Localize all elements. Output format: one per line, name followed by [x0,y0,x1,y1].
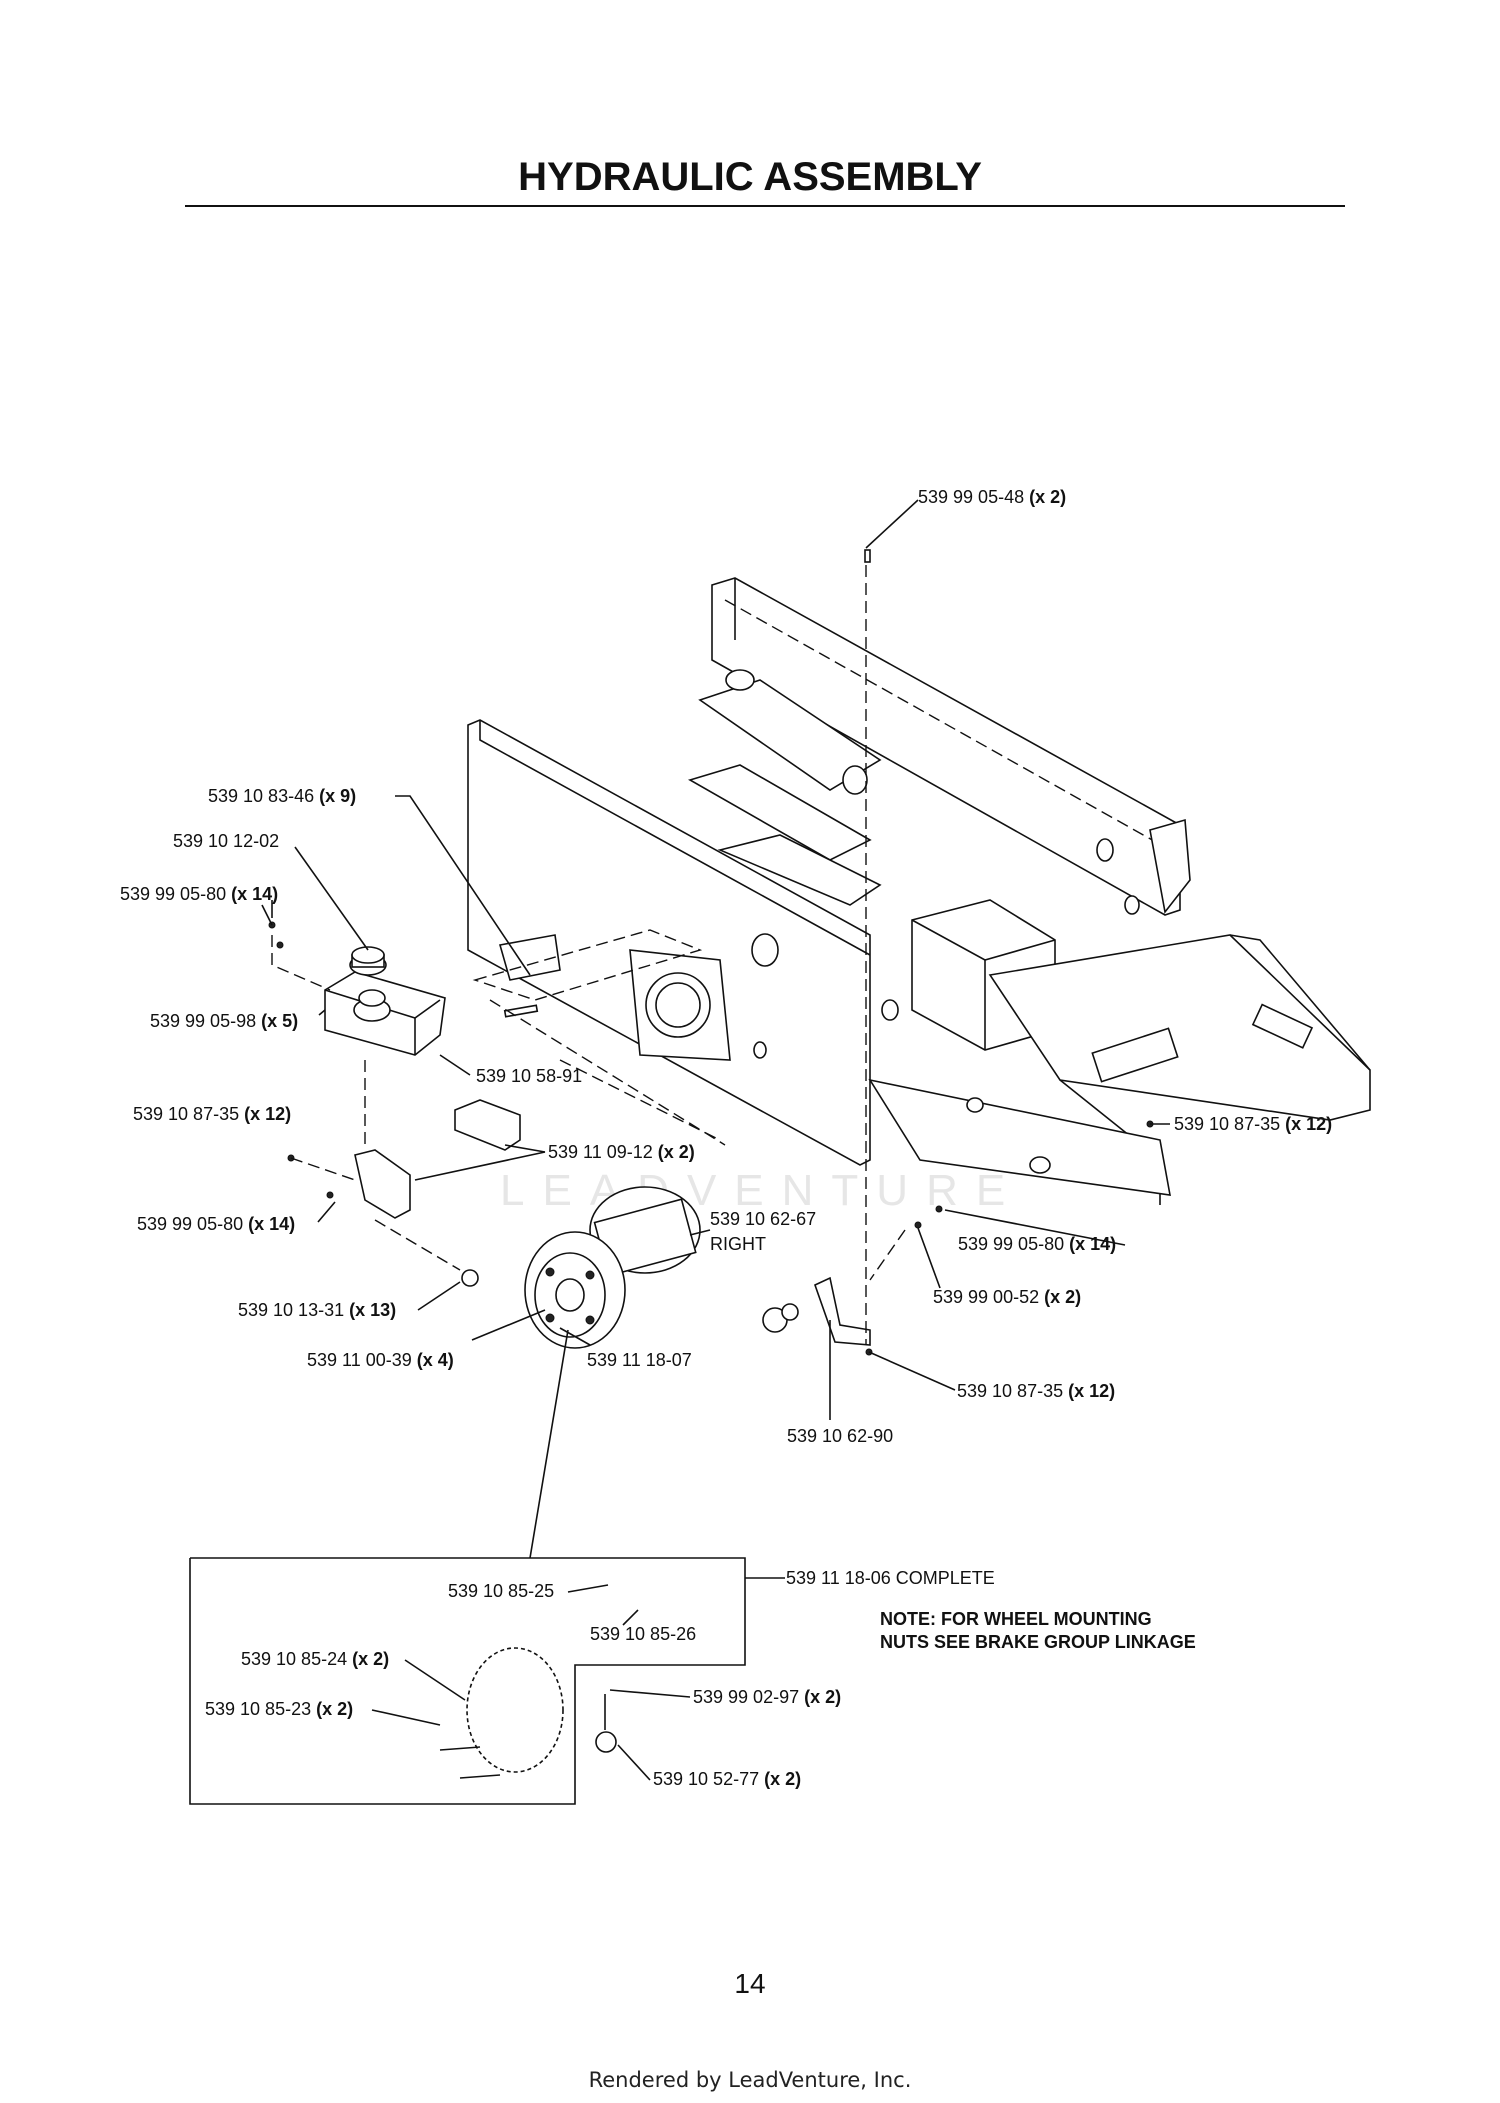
brake-kit-inset [189,1557,785,1805]
callout-label: 539 10 13-31 (x 13) [238,1300,396,1320]
callout-label: RIGHT [710,1234,766,1254]
loose-parts-drawing [268,549,1154,1356]
callout-label: 539 10 85-25 [448,1581,554,1601]
callout-label: 539 10 85-26 [590,1624,696,1644]
page-title: HYDRAULIC ASSEMBLY [518,155,982,199]
callout-label: 539 10 12-02 [173,831,279,851]
callout-label: 539 99 05-48 (x 2) [918,487,1066,507]
callout-label: 539 10 87-35 (x 12) [957,1381,1115,1401]
callout-label: 539 10 83-46 (x 9) [208,786,356,806]
note-line-2: NUTS SEE BRAKE GROUP LINKAGE [880,1632,1196,1652]
callout-label: 539 10 87-35 (x 12) [133,1104,291,1124]
page-number: 14 [734,1968,766,1999]
callout-label: 539 10 87-35 (x 12) [1174,1114,1332,1134]
hydraulic-motor [524,1186,701,1349]
note-line-1: NOTE: FOR WHEEL MOUNTING [880,1609,1152,1629]
callout-label: 539 10 85-23 (x 2) [205,1699,353,1719]
callout-label: 539 11 09-12 (x 2) [548,1142,695,1162]
callout-label: 539 99 05-98 (x 5) [150,1011,298,1031]
callout-label: 539 99 02-97 (x 2) [693,1687,841,1707]
callout-label: 539 10 58-91 [476,1066,582,1086]
callout-label: 539 11 18-06 COMPLETE [786,1568,995,1588]
callout-label: 539 99 05-80 (x 14) [958,1234,1116,1254]
assembly-lines [271,565,906,1345]
footer-credit: Rendered by LeadVenture, Inc. [588,2068,912,2092]
part-callouts: 539 99 05-48 (x 2) 539 10 83-46 (x 9) 53… [120,487,1332,1789]
callout-label: 539 99 05-80 (x 14) [120,884,278,904]
callout-label: 539 10 62-90 [787,1426,893,1446]
chassis-frame-drawing [467,577,1371,1205]
callout-label: 539 11 18-07 [587,1350,692,1370]
callout-label: 539 99 00-52 (x 2) [933,1287,1081,1307]
watermark-text: LEADVENTURE [500,1166,1023,1215]
leader-lines [261,499,1170,1559]
title-rule [185,205,1345,207]
callout-label: 539 10 62-67 [710,1209,816,1229]
callout-label: 539 99 05-80 (x 14) [137,1214,295,1234]
callout-label: 539 10 52-77 (x 2) [653,1769,801,1789]
callout-label: 539 11 00-39 (x 4) [307,1350,454,1370]
callout-label: 539 10 85-24 (x 2) [241,1649,389,1669]
